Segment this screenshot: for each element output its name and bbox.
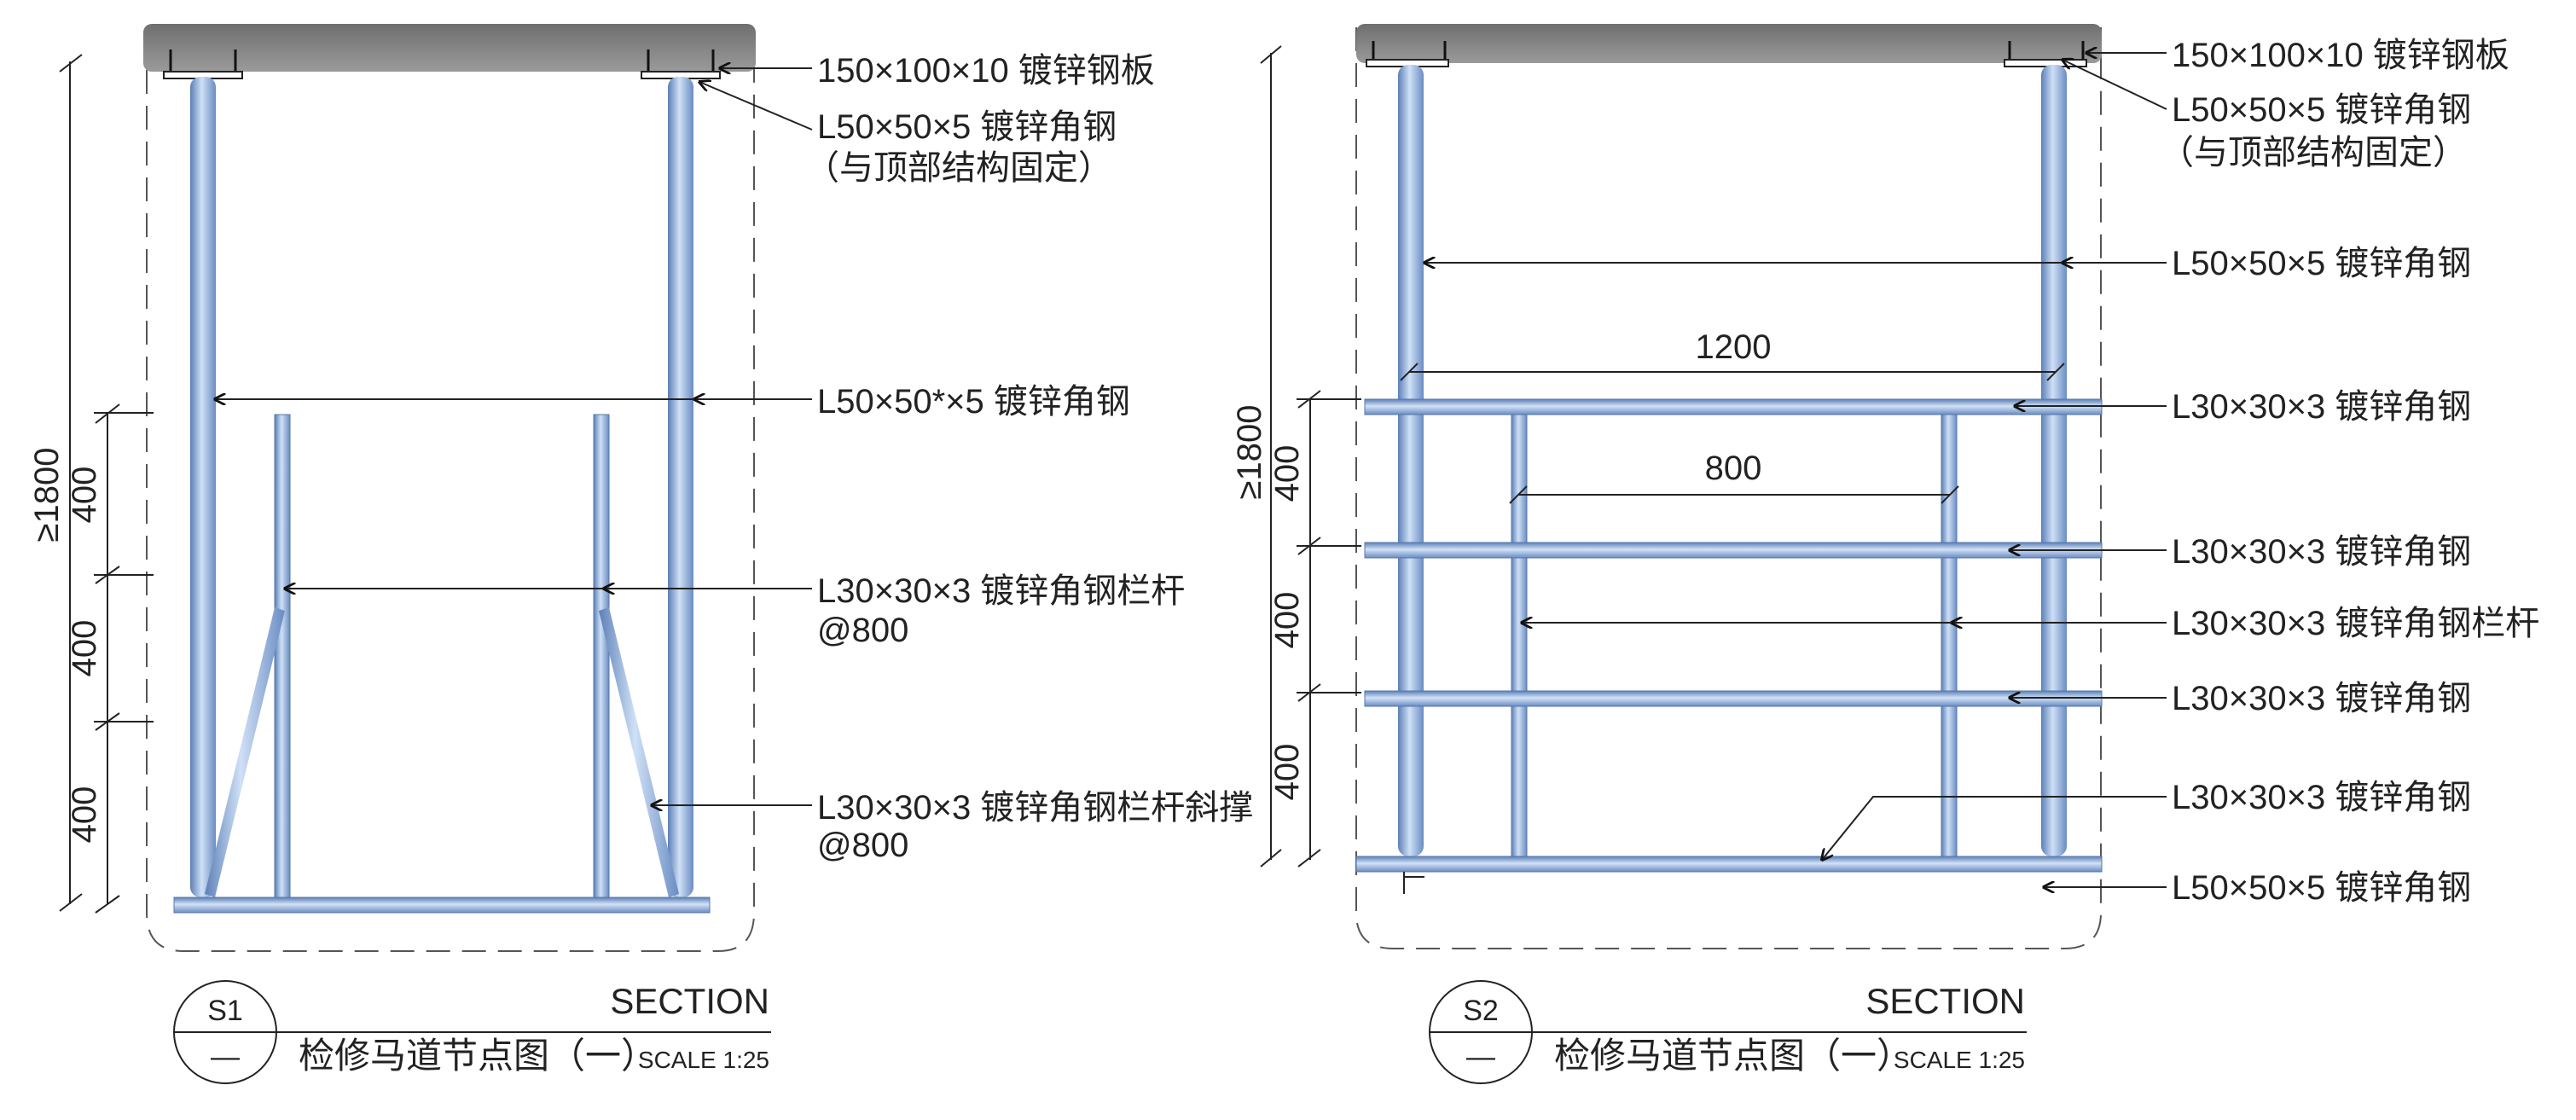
s2-baluster-right (1941, 414, 1958, 857)
s2-hanger-post-left (1398, 65, 1424, 856)
s2-scale: SCALE 1:25 (1894, 1047, 2025, 1073)
s2-section-text: SECTION (1865, 981, 2025, 1021)
s2-label-bottom: L50×50×5 镀锌角钢 (2172, 869, 2471, 907)
s1-tag-sub: — (211, 1041, 240, 1073)
s2-dim-width-inner: 800 (1705, 450, 1762, 487)
s2-title-block: S2 — SECTION 检修马道节点图（一） SCALE 1:25 (1429, 980, 2027, 1084)
section-view-s1: ≥1800 400 400 400 150×100×10 镀锌钢板 L50×50… (28, 24, 1253, 1084)
s2-bottom-angle-stub-left (1403, 872, 1424, 894)
s1-label-hanger-note: （与顶部结构固定） (805, 149, 1112, 187)
s2-label-hanger: L50×50×5 镀锌角钢 (2172, 91, 2471, 129)
section-view-s2: ≥1800 400 400 400 1200 800 150×100×10 镀锌… (1231, 24, 2539, 1084)
s2-label-rail-mid: L30×30×3 镀锌角钢 (2172, 533, 2471, 571)
s1-concrete-slab (143, 24, 756, 72)
s2-label-rail-low: L30×30×3 镀锌角钢 (2172, 680, 2471, 717)
s2-label-hanger-note: （与顶部结构固定） (2160, 134, 2467, 171)
s2-hanger-post-right (2041, 65, 2067, 856)
s2-dim-seg3: 400 (1268, 744, 1306, 801)
s2-dim-width-outer: 1200 (1696, 328, 1772, 366)
s1-label-rail-spacing: @800 (817, 612, 908, 649)
s2-drawing-title: 检修马道节点图（一） (1554, 1036, 1912, 1076)
s1-boundary-dashed (146, 34, 755, 952)
s1-label-hanger: L50×50×5 镀锌角钢 (817, 108, 1117, 146)
s2-baluster-left (1511, 414, 1528, 857)
s1-label-post: L50×50*×5 镀锌角钢 (817, 383, 1130, 421)
s1-hanger-post-right (668, 77, 693, 897)
s1-dimension-lines (59, 54, 154, 914)
s2-tag-sub: — (1466, 1041, 1495, 1073)
s1-rail-post-left (274, 414, 291, 898)
s1-dim-seg2: 400 (66, 620, 103, 677)
s1-dim-total: ≥1800 (28, 448, 66, 543)
s2-label-plate: 150×100×10 镀锌钢板 (2172, 37, 2509, 74)
s2-rail-mid (1364, 542, 2103, 559)
s2-steel-plate-right (2004, 59, 2087, 67)
s1-rail-post-right (593, 414, 610, 898)
s1-title-block: S1 — SECTION 检修马道节点图（一） SCALE 1:25 (173, 980, 771, 1084)
s1-hanger-post-left (190, 77, 216, 897)
s1-brace-left (205, 607, 285, 897)
s1-section-text: SECTION (610, 981, 769, 1021)
s1-dim-seg1: 400 (66, 467, 103, 524)
s1-leader-lines (215, 68, 813, 805)
s1-drawing-title: 检修马道节点图（一） (299, 1036, 657, 1076)
s2-boundary-dashed (1355, 27, 2102, 949)
s2-label-baluster: L30×30×3 镀锌角钢栏杆 (2172, 605, 2539, 642)
s2-label-post: L50×50×5 镀锌角钢 (2172, 245, 2471, 282)
s2-concrete-slab (1356, 24, 2102, 63)
s2-dim-seg1: 400 (1268, 445, 1306, 502)
s1-label-plate: 150×100×10 镀锌钢板 (817, 52, 1155, 90)
s2-tag-number: S2 (1463, 995, 1499, 1027)
s2-dim-seg2: 400 (1268, 592, 1306, 649)
s2-label-floor: L30×30×3 镀锌角钢 (2172, 779, 2471, 816)
s1-label-brace-spacing: @800 (817, 827, 908, 864)
s1-tag-number: S1 (207, 995, 243, 1027)
s1-bottom-angle (173, 897, 711, 914)
s2-floor-angle (1355, 856, 2103, 873)
s1-dim-seg3: 400 (66, 786, 103, 844)
s2-rail-top (1364, 398, 2103, 415)
s2-rail-low (1364, 690, 2103, 707)
s2-leader-lines (1424, 53, 2167, 887)
s2-dimension-lines (1260, 45, 2065, 868)
s1-label-brace: L30×30×3 镀锌角钢栏杆斜撑 (817, 789, 1253, 827)
s1-brace-right (599, 607, 679, 897)
s2-label-rail-top: L30×30×3 镀锌角钢 (2172, 388, 2471, 426)
s1-label-rail: L30×30×3 镀锌角钢栏杆 (817, 572, 1185, 610)
s1-scale: SCALE 1:25 (638, 1047, 769, 1073)
s2-dim-total: ≥1800 (1231, 405, 1268, 500)
